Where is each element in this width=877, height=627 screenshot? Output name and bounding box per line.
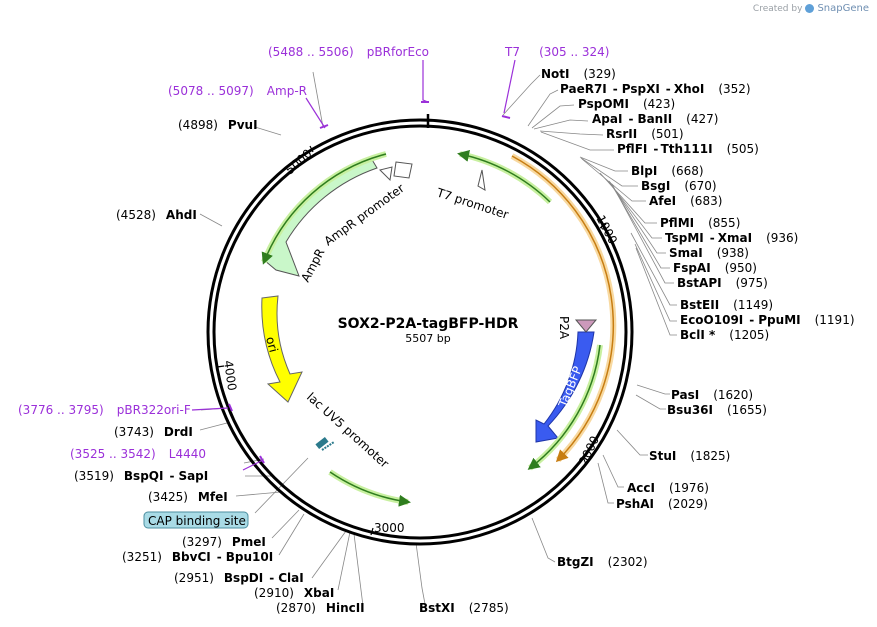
site-ahdi: (4528)AhdI bbox=[116, 208, 197, 222]
site-apai: ApaI-BanII(427) bbox=[592, 112, 718, 126]
left-restriction-sites: (4898)PvuI (4528)AhdI (3743)DrdI (3519)B… bbox=[74, 118, 365, 615]
site-pshai: PshAI(2029) bbox=[616, 497, 708, 511]
bottom-arm-line bbox=[329, 471, 411, 507]
tick-marks bbox=[216, 145, 607, 536]
primer-ticks bbox=[228, 101, 511, 464]
site-tspmi: TspMI-XmaI(936) bbox=[665, 231, 798, 245]
site-pspomi: PspOMI(423) bbox=[578, 97, 675, 111]
site-bcli: BclI *(1205) bbox=[680, 328, 769, 342]
site-pflfi: PflFI-Tth111I(505) bbox=[617, 142, 759, 156]
site-paer7i: PaeR7I-PspXI-XhoI(352) bbox=[560, 82, 751, 96]
site-drdi: (3743)DrdI bbox=[114, 425, 193, 439]
cap-binding-site-box: CAP binding site bbox=[143, 511, 249, 529]
snapgene-logo-icon bbox=[805, 4, 815, 13]
site-xbai: (2910)XbaI bbox=[254, 586, 334, 600]
site-smai: SmaI(938) bbox=[669, 246, 749, 260]
site-blpi: BlpI(668) bbox=[631, 164, 704, 178]
tick-2000: 2000 bbox=[576, 434, 602, 468]
site-bspdi: (2951)BspDI-ClaI bbox=[174, 571, 304, 585]
site-acci: AccI(1976) bbox=[627, 481, 709, 495]
site-rsrii: RsrII(501) bbox=[606, 127, 684, 141]
right-arm-line bbox=[527, 344, 601, 470]
site-pasi: PasI(1620) bbox=[671, 388, 753, 402]
sox2-line bbox=[511, 155, 615, 463]
primer-l4440: (3525 .. 3542) L4440 bbox=[70, 443, 206, 462]
site-mfei: (3425)MfeI bbox=[148, 490, 228, 504]
site-bstapi: BstAPI(975) bbox=[677, 276, 768, 290]
site-bsu36i: Bsu36I(1655) bbox=[667, 403, 767, 417]
site-fspai: FspAI(950) bbox=[673, 261, 757, 275]
snapgene-credit: Created by SnapGene bbox=[753, 3, 869, 14]
credit-prefix: Created by bbox=[752, 3, 803, 14]
site-bspqi: (3519)BspQI-SapI bbox=[74, 469, 208, 483]
plasmid-length: 5507 bp bbox=[405, 332, 450, 345]
tick-4000: 4000 bbox=[221, 359, 239, 391]
backbone-inner-ring bbox=[212, 124, 628, 540]
primer-pbrforeco: (5488 .. 5506) pBRforEco bbox=[268, 41, 429, 60]
primer-pbr322ori-f: (3776 .. 3795) pBR322ori-F bbox=[18, 399, 191, 418]
bottom-arm-arc bbox=[328, 469, 409, 505]
ampr-promoter-block bbox=[393, 161, 413, 179]
site-btgzi: BtgZI(2302) bbox=[557, 555, 648, 569]
t7-promoter-label: T7 promoter bbox=[434, 185, 510, 222]
ampr-promoter-label: AmpR promoter bbox=[322, 181, 407, 248]
tick-3000: 3000 bbox=[374, 521, 405, 535]
right-restriction-sites: NotI(329) PaeR7I-PspXI-XhoI(352) PspOMI(… bbox=[419, 67, 855, 615]
site-hincii: (2870)HincII bbox=[276, 601, 365, 615]
site-pvui: (4898)PvuI bbox=[178, 118, 258, 132]
ori-label: ori bbox=[263, 335, 281, 354]
t7-arm-line bbox=[457, 150, 551, 203]
ampr-promoter-arrow bbox=[379, 166, 393, 182]
cap-binding-site-mark bbox=[315, 436, 329, 450]
site-noti: NotI(329) bbox=[541, 67, 616, 81]
left-arm-line bbox=[261, 153, 387, 265]
site-bbvci: (3251)BbvCI-Bpu10I bbox=[122, 550, 273, 564]
primer-t7: T7 (305 .. 324) bbox=[504, 41, 610, 60]
site-afei: AfeI(683) bbox=[649, 194, 722, 208]
site-ecoo109i: EcoO109I-PpuMI(1191) bbox=[680, 313, 855, 327]
p2a-feature-arrow bbox=[574, 319, 598, 333]
cap-binding-site-label: CAP binding site bbox=[148, 514, 246, 528]
site-bsgi: BsgI(670) bbox=[641, 179, 717, 193]
tagbfp-feature-arrow bbox=[535, 331, 595, 443]
lac-uv5-promoter-label: lac UV5 promoter bbox=[304, 390, 392, 471]
p2a-label: P2A bbox=[557, 316, 571, 340]
primer-amp-r: (5078 .. 5097) Amp-R bbox=[168, 80, 307, 99]
credit-brand: SnapGene bbox=[817, 3, 869, 14]
t7-promoter-arrow bbox=[477, 169, 486, 191]
site-bstxi: BstXI(2785) bbox=[419, 601, 509, 615]
plasmid-name: SOX2-P2A-tagBFP-HDR bbox=[338, 316, 519, 332]
leader-lines bbox=[199, 71, 677, 607]
site-bsteii: BstEII(1149) bbox=[680, 298, 773, 312]
lac-operator-mark bbox=[321, 441, 335, 451]
site-pflmi: PflMI(855) bbox=[660, 216, 740, 230]
backbone-outer-ring bbox=[206, 118, 634, 546]
ori-feature-arrow bbox=[261, 295, 303, 403]
ampr-label: AmpR bbox=[298, 246, 327, 284]
sox2-arc bbox=[510, 153, 617, 463]
site-pmei: (3297)PmeI bbox=[182, 535, 266, 549]
site-stui: StuI(1825) bbox=[649, 449, 730, 463]
